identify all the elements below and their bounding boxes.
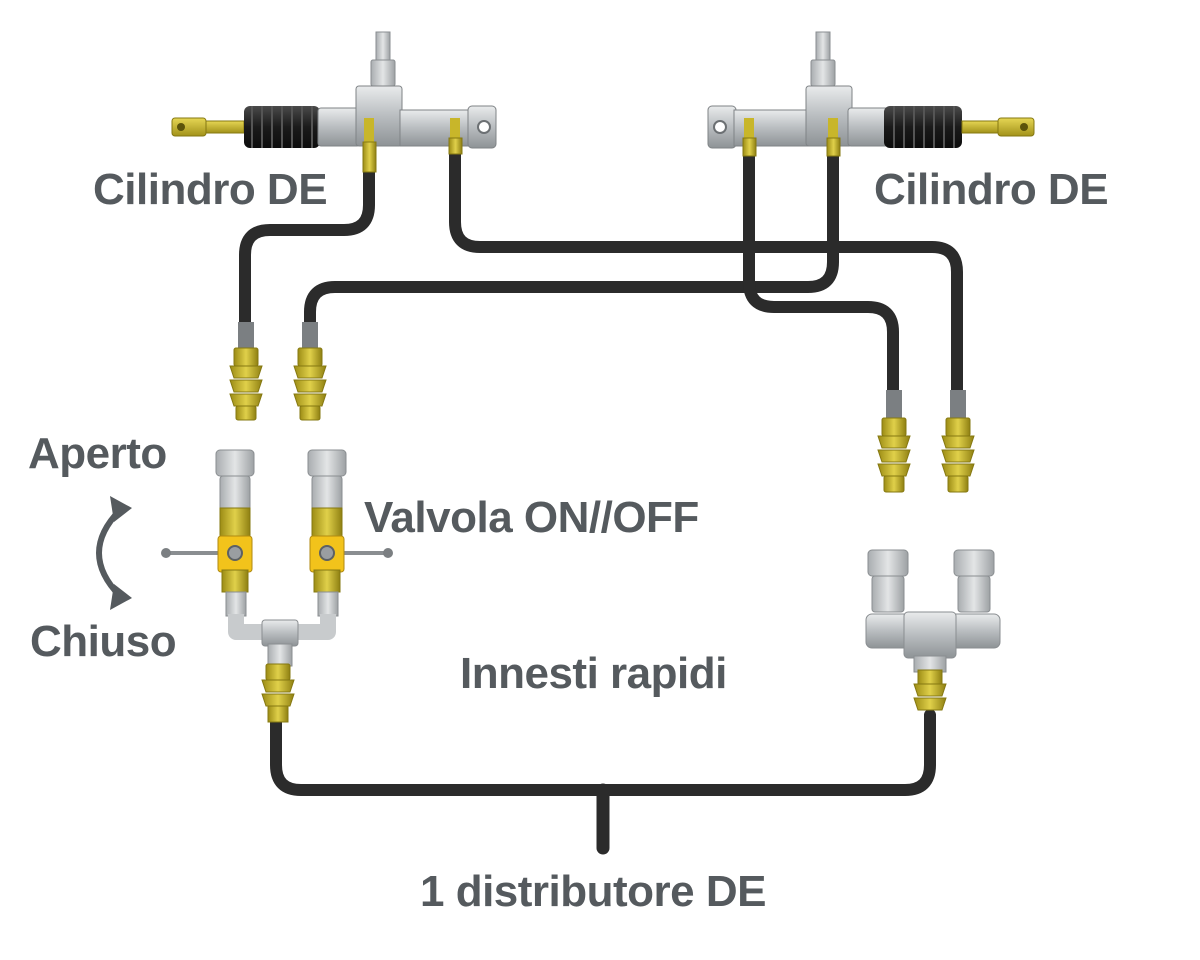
label-distributor: 1 distributore DE: [420, 867, 767, 916]
valve-assembly: [161, 449, 393, 723]
label-cylinder-left: Cilindro DE: [93, 165, 328, 214]
tee-assembly-right: [865, 549, 1001, 711]
coupling-left-b: [293, 322, 327, 421]
cylinder-right-boot: [884, 106, 962, 148]
label-couplings: Innesti rapidi: [460, 649, 727, 698]
coupling-right-d: [941, 390, 975, 493]
label-valve: Valvola ON//OFF: [364, 493, 699, 542]
open-close-arrow-icon: [96, 496, 132, 610]
coupling-left-a: [229, 322, 263, 421]
hose-left-b: [304, 144, 839, 336]
cylinder-left: [171, 31, 497, 173]
label-cylinder-right: Cilindro DE: [874, 165, 1109, 214]
valve-left: [217, 535, 253, 573]
cylinder-right: [707, 31, 1035, 157]
hose-distributor: [270, 709, 936, 796]
hoses: [239, 144, 963, 855]
hose-left-a: [239, 154, 375, 336]
hose-right-c: [743, 144, 899, 401]
label-closed: Chiuso: [30, 617, 177, 666]
coupling-right-c: [877, 390, 911, 493]
hose-right-d: [449, 144, 963, 401]
cylinder-left-boot: [244, 106, 320, 148]
label-open: Aperto: [28, 429, 167, 478]
valve-right: [309, 535, 345, 573]
